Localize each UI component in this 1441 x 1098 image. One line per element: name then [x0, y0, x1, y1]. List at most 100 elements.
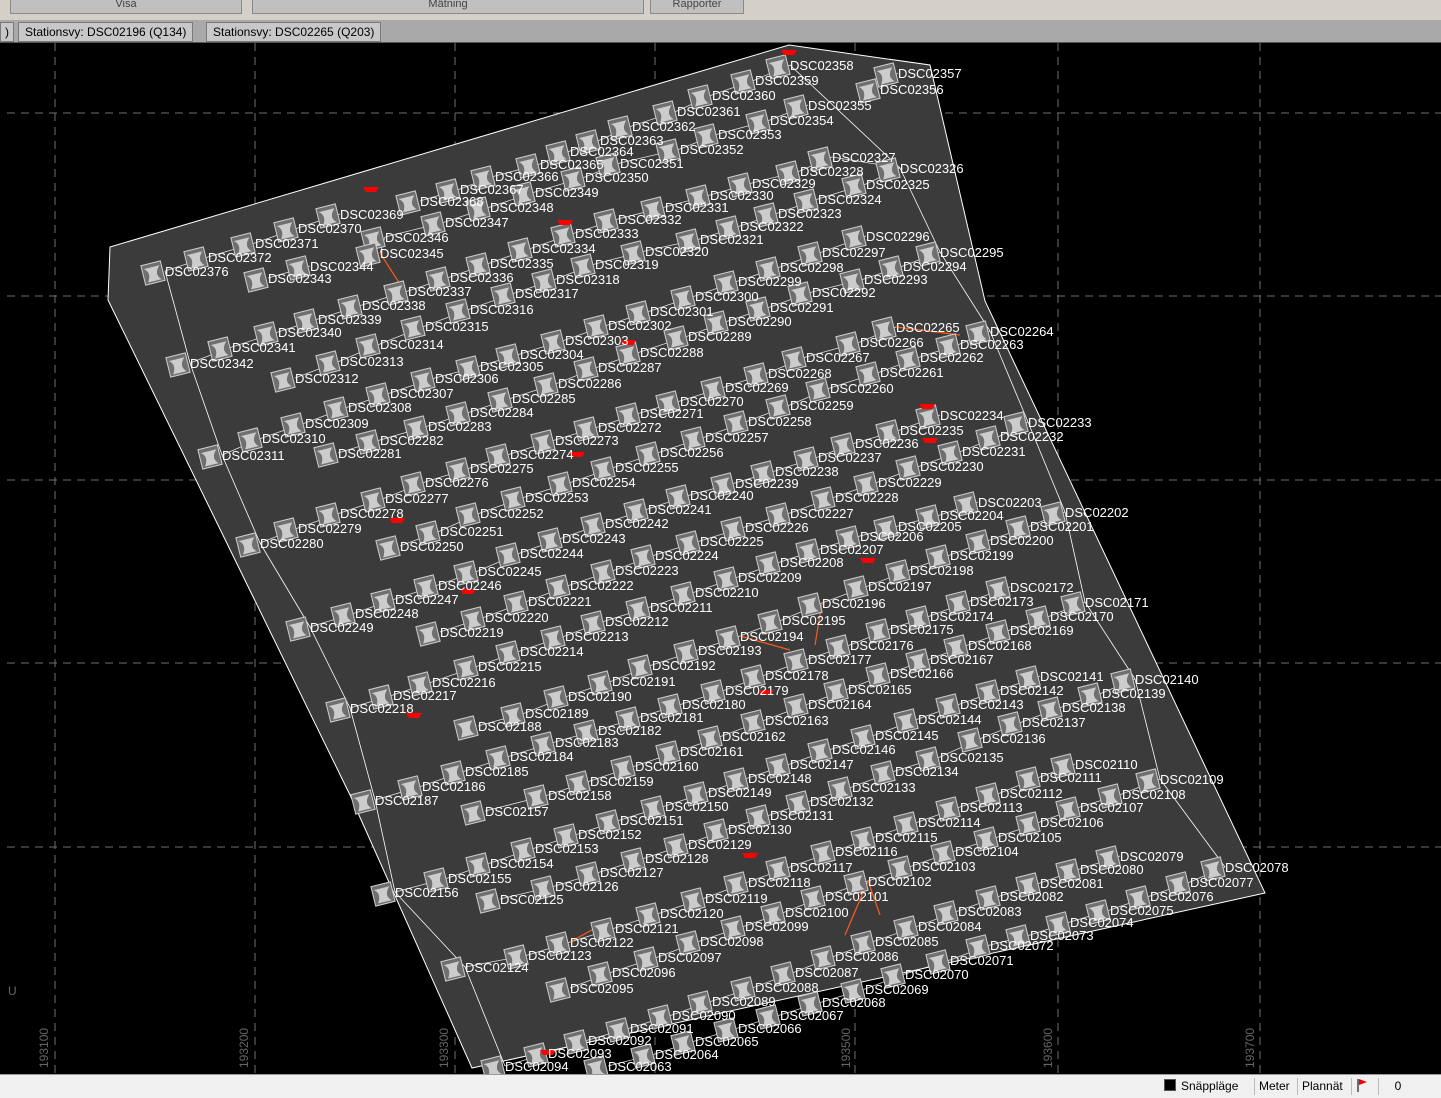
station-thumbnail[interactable] [368, 684, 394, 710]
station-thumbnail[interactable] [827, 776, 853, 802]
station-thumbnail[interactable] [839, 268, 865, 294]
unit-selector[interactable]: Meter [1254, 1078, 1294, 1095]
station-thumbnail[interactable] [370, 588, 396, 614]
station-thumbnail[interactable] [545, 574, 571, 600]
station-thumbnail[interactable] [285, 616, 311, 642]
station-thumbnail[interactable] [965, 529, 991, 555]
station-thumbnail[interactable] [413, 574, 439, 600]
station-thumbnail[interactable] [595, 809, 621, 835]
station-thumbnail[interactable] [850, 826, 876, 852]
station-thumbnail[interactable] [537, 527, 563, 553]
station-thumbnail[interactable] [515, 153, 541, 179]
menu-reports[interactable]: Rapporter [650, 0, 744, 14]
station-thumbnail[interactable] [1055, 858, 1081, 884]
station-thumbnail[interactable] [315, 350, 341, 376]
station-thumbnail[interactable] [875, 419, 901, 445]
station-thumbnail[interactable] [490, 282, 516, 308]
station-thumbnail[interactable] [575, 129, 601, 155]
flag-icon[interactable] [1351, 1078, 1372, 1095]
station-thumbnail[interactable] [547, 471, 573, 497]
station-thumbnail[interactable] [865, 662, 891, 688]
station-thumbnail[interactable] [445, 401, 471, 427]
station-thumbnail[interactable] [1060, 591, 1086, 617]
station-thumbnail[interactable] [140, 260, 166, 286]
station-thumbnail[interactable] [580, 610, 606, 636]
station-thumbnail[interactable] [165, 352, 191, 378]
station-thumbnail[interactable] [873, 62, 899, 88]
station-thumbnail[interactable] [615, 706, 641, 732]
station-thumbnail[interactable] [503, 944, 529, 970]
station-thumbnail[interactable] [573, 719, 599, 745]
station-thumbnail[interactable] [905, 605, 931, 631]
station-thumbnail[interactable] [1003, 411, 1029, 437]
station-thumbnail[interactable] [915, 241, 941, 267]
station-thumbnail[interactable] [723, 410, 749, 436]
station-thumbnail[interactable] [935, 693, 961, 719]
station-thumbnail[interactable] [487, 387, 513, 413]
station-thumbnail[interactable] [485, 745, 511, 771]
station-thumbnail[interactable] [1025, 605, 1051, 631]
station-thumbnail[interactable] [670, 581, 696, 607]
station-thumbnail[interactable] [587, 670, 613, 696]
station-thumbnail[interactable] [850, 930, 876, 956]
station-thumbnail[interactable] [503, 590, 529, 616]
station-thumbnail[interactable] [197, 444, 223, 470]
station-thumbnail[interactable] [1077, 682, 1103, 708]
station-thumbnail[interactable] [703, 818, 729, 844]
station-thumbnail[interactable] [810, 486, 836, 512]
station-thumbnail[interactable] [253, 321, 279, 347]
station-thumbnail[interactable] [783, 94, 809, 120]
station-thumbnail[interactable] [730, 69, 756, 95]
station-thumbnail[interactable] [740, 709, 766, 735]
station-thumbnail[interactable] [313, 442, 339, 468]
station-thumbnail[interactable] [775, 160, 801, 186]
station-thumbnail[interactable] [207, 336, 233, 362]
station-thumbnail[interactable] [633, 946, 659, 972]
station-thumbnail[interactable] [495, 640, 521, 666]
station-thumbnail[interactable] [925, 544, 951, 570]
station-thumbnail[interactable] [770, 961, 796, 987]
station-thumbnail[interactable] [895, 455, 921, 481]
station-thumbnail[interactable] [293, 308, 319, 334]
station-thumbnail[interactable] [510, 837, 536, 863]
station-thumbnail[interactable] [455, 502, 481, 528]
station-thumbnail[interactable] [1005, 515, 1031, 541]
station-thumbnail[interactable] [553, 823, 579, 849]
station-thumbnail[interactable] [878, 255, 904, 281]
station-thumbnail[interactable] [760, 901, 786, 927]
station-thumbnail[interactable] [435, 178, 461, 204]
station-thumbnail[interactable] [965, 934, 991, 960]
station-thumbnail[interactable] [453, 655, 479, 681]
station-thumbnail[interactable] [475, 888, 501, 914]
station-thumbnail[interactable] [683, 781, 709, 807]
station-thumbnail[interactable] [715, 625, 741, 651]
station-thumbnail[interactable] [915, 504, 941, 530]
station-thumbnail[interactable] [975, 425, 1001, 451]
station-thumbnail[interactable] [270, 367, 296, 393]
station-thumbnail[interactable] [407, 671, 433, 697]
station-thumbnail[interactable] [975, 782, 1001, 808]
station-thumbnail[interactable] [465, 196, 491, 222]
station-thumbnail[interactable] [710, 472, 736, 498]
station-thumbnail[interactable] [930, 840, 956, 866]
station-thumbnail[interactable] [720, 516, 746, 542]
station-thumbnail[interactable] [620, 847, 646, 873]
station-thumbnail[interactable] [610, 755, 636, 781]
station-thumbnail[interactable] [543, 685, 569, 711]
station-thumbnail[interactable] [750, 460, 776, 486]
station-thumbnail[interactable] [875, 157, 901, 183]
station-thumbnail[interactable] [350, 789, 376, 815]
station-thumbnail[interactable] [985, 576, 1011, 602]
station-thumbnail[interactable] [273, 217, 299, 243]
station-thumbnail[interactable] [915, 404, 941, 430]
station-thumbnail[interactable] [635, 441, 661, 467]
station-thumbnail[interactable] [545, 140, 571, 166]
station-thumbnail[interactable] [807, 738, 833, 764]
station-thumbnail[interactable] [795, 538, 821, 564]
station-thumbnail[interactable] [573, 356, 599, 382]
station-thumbnail[interactable] [937, 440, 963, 466]
station-thumbnail[interactable] [957, 727, 983, 753]
station-thumbnail[interactable] [1097, 783, 1123, 809]
station-thumbnail[interactable] [915, 746, 941, 772]
station-thumbnail[interactable] [1045, 911, 1071, 937]
